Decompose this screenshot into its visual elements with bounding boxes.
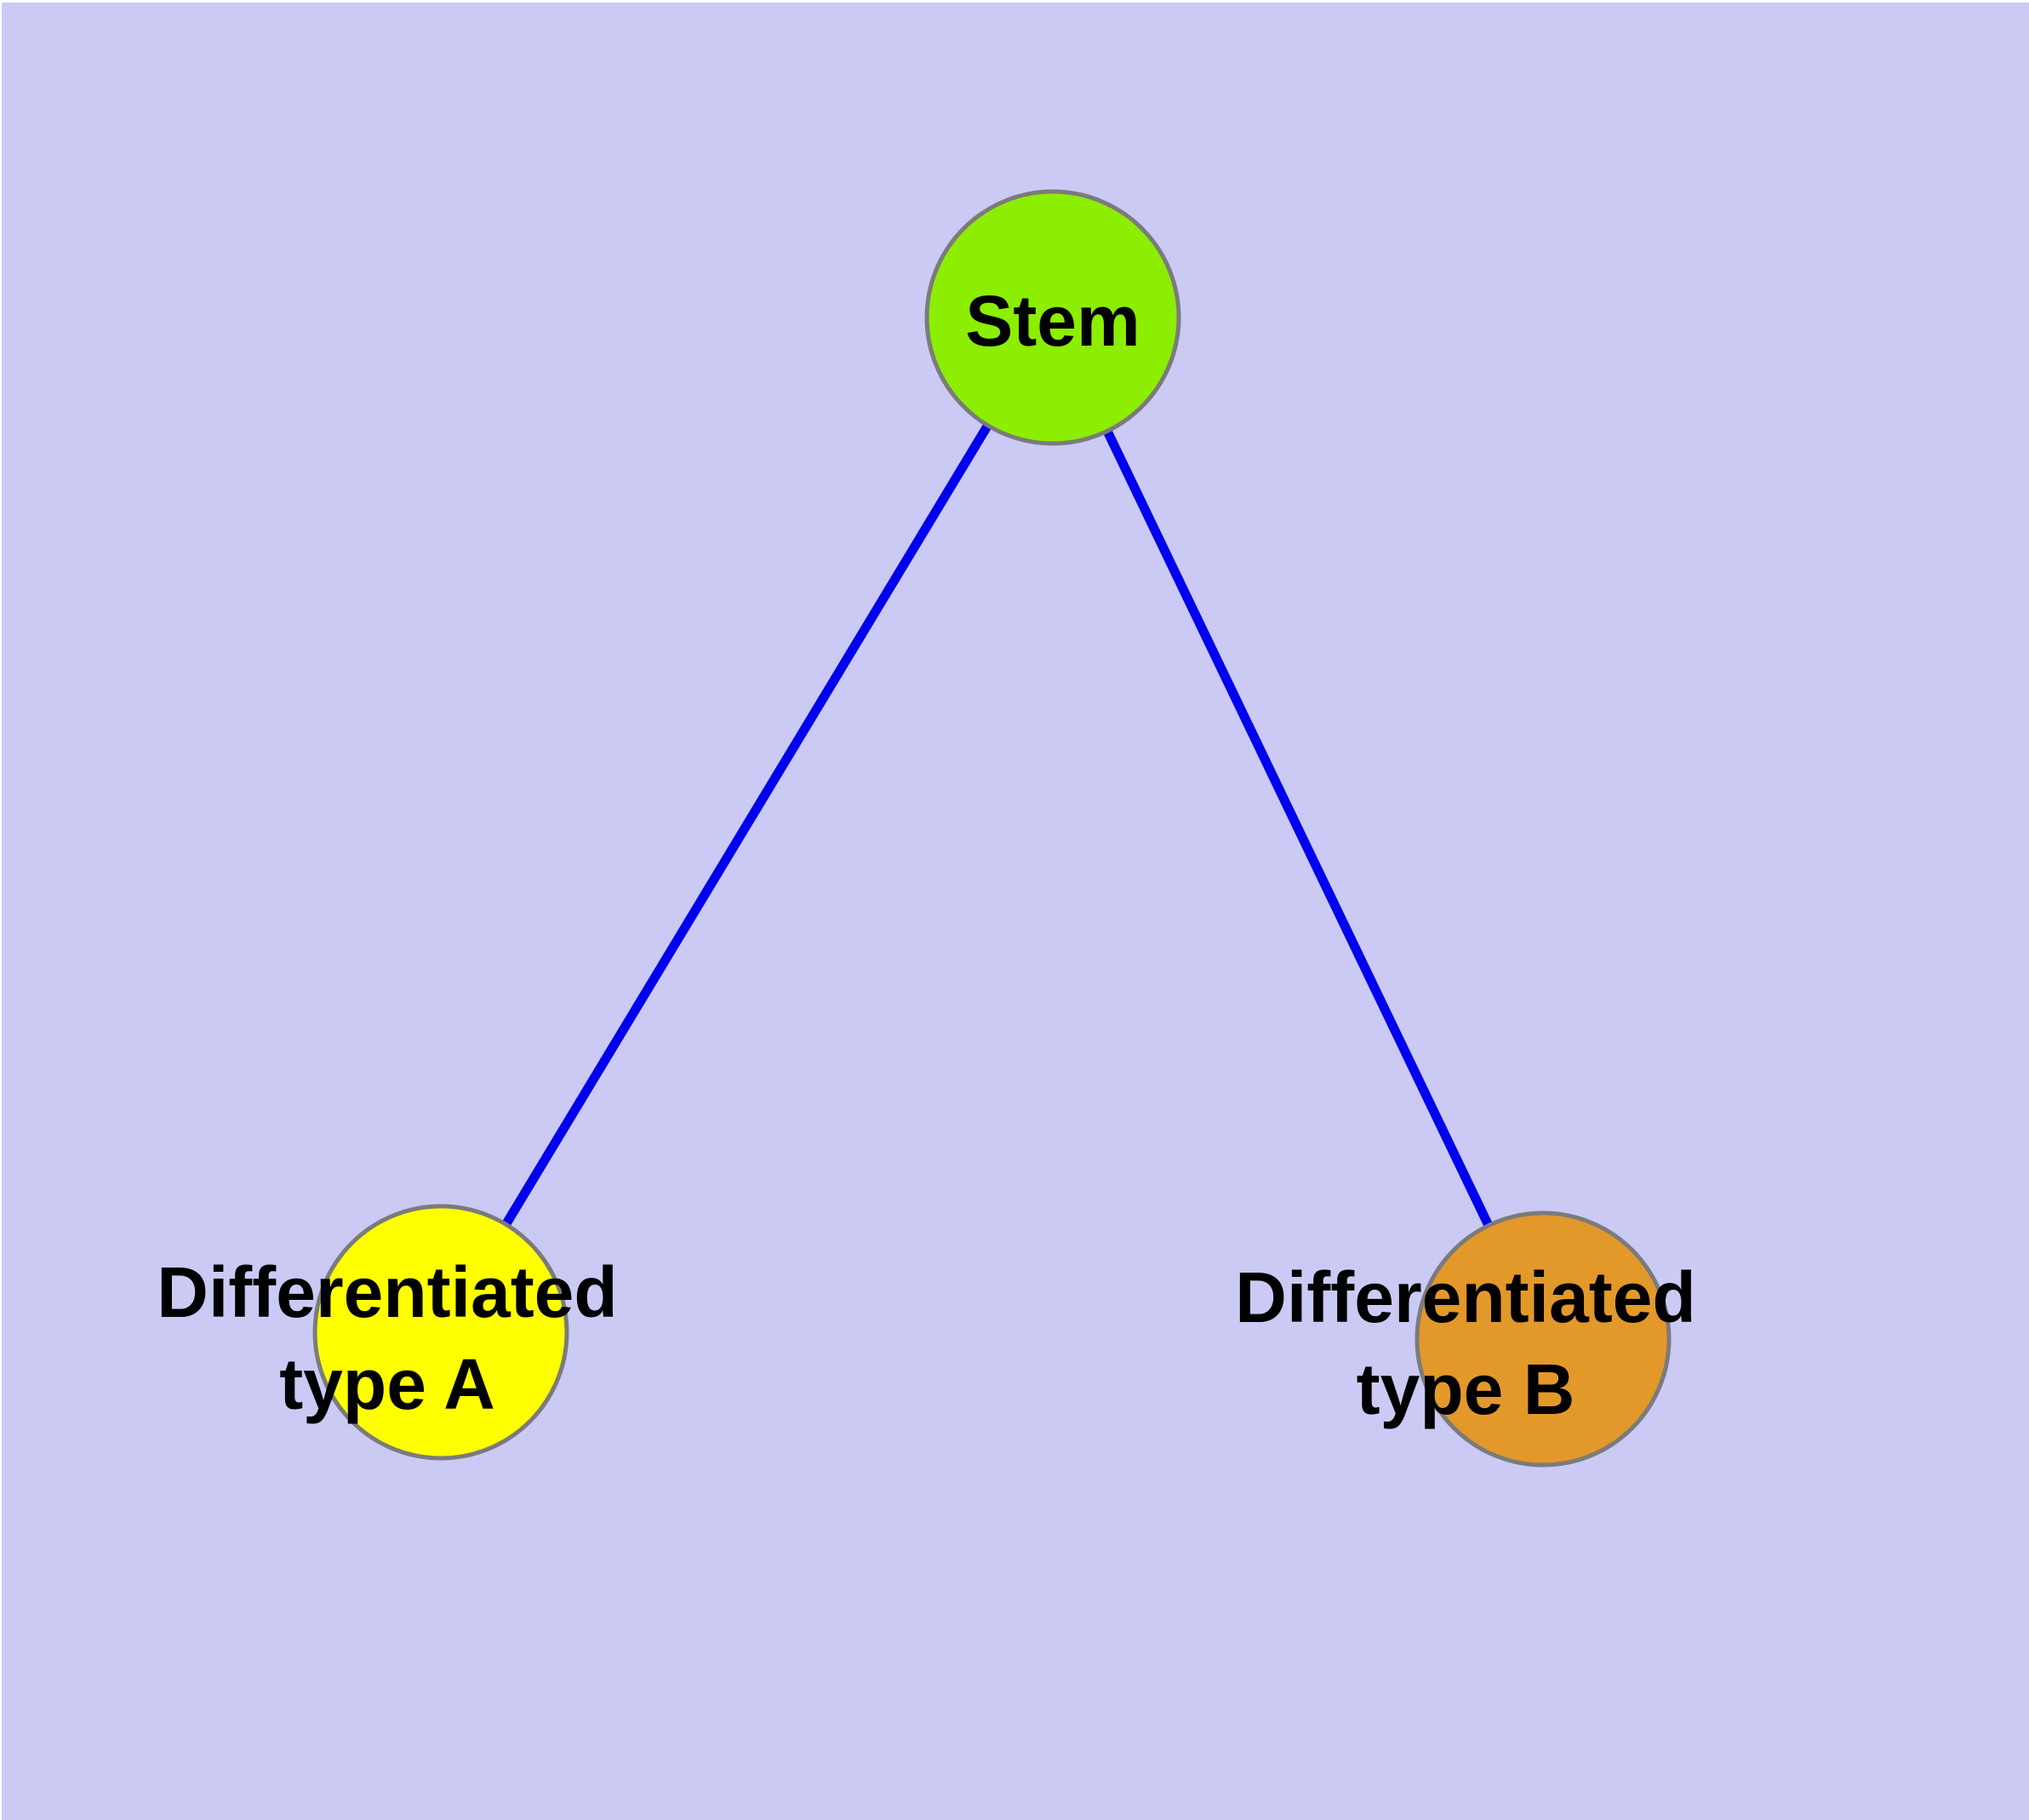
node-diff-b-label-line1: Differentiated [1235, 1257, 1695, 1337]
node-diff-b-label-line2: type B [1357, 1349, 1575, 1429]
node-stem [924, 189, 1181, 446]
node-diff-a-label-line1: Differentiated [157, 1252, 617, 1332]
edge-stem-to-diff-a [437, 315, 1057, 1335]
node-diff-b [1415, 1210, 1672, 1468]
node-stem-label-line1: Stem [965, 281, 1140, 361]
node-diff-a-label-line2: type A [279, 1344, 495, 1424]
edge-stem-to-diff-b [1049, 315, 1547, 1342]
node-diff-a [312, 1204, 569, 1461]
